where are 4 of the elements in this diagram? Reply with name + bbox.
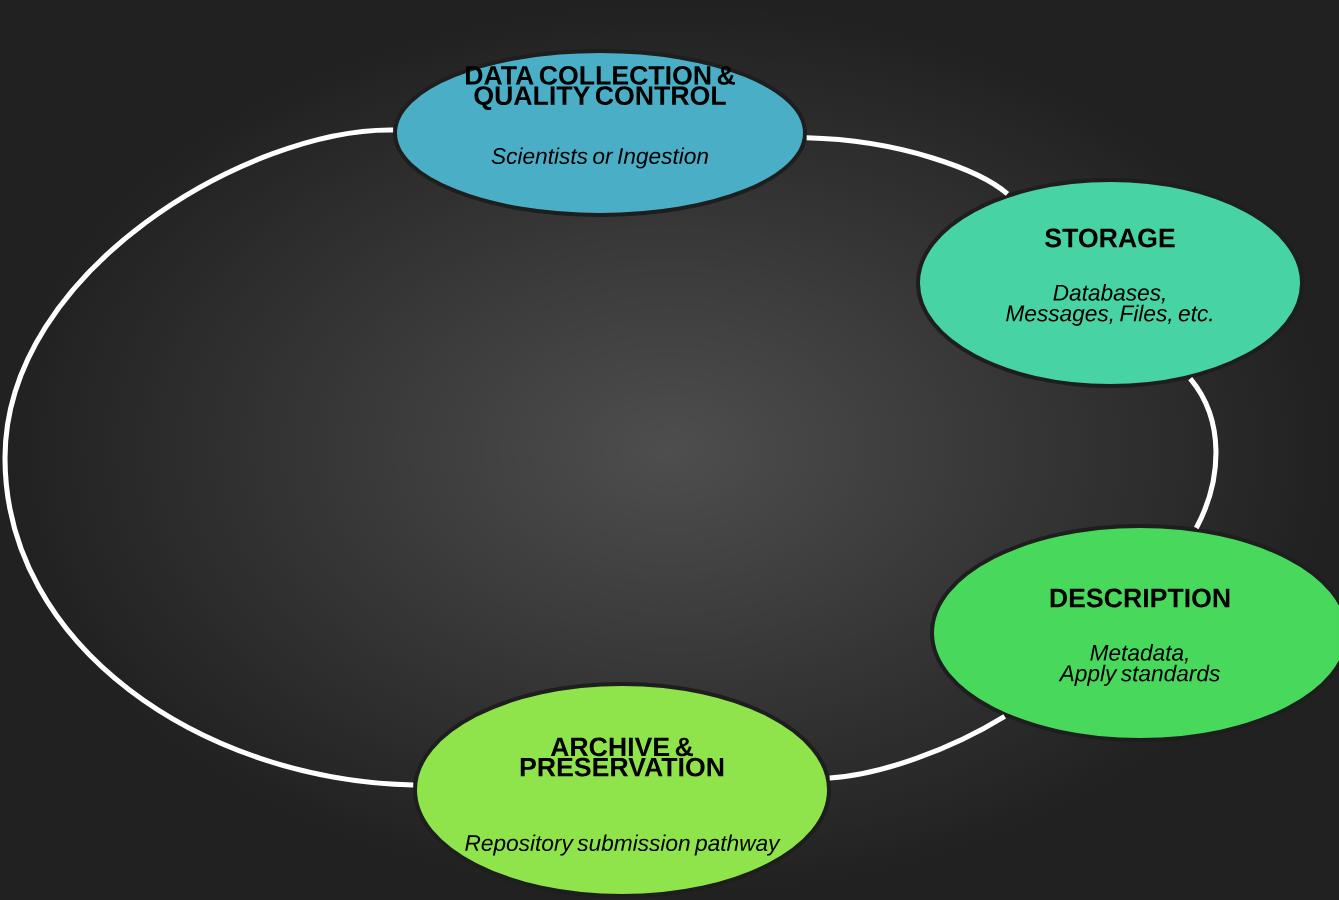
connector-line [806, 135, 1009, 196]
connector-line [1188, 377, 1219, 530]
connector-line [829, 714, 1006, 781]
connector-line [2, 127, 414, 788]
